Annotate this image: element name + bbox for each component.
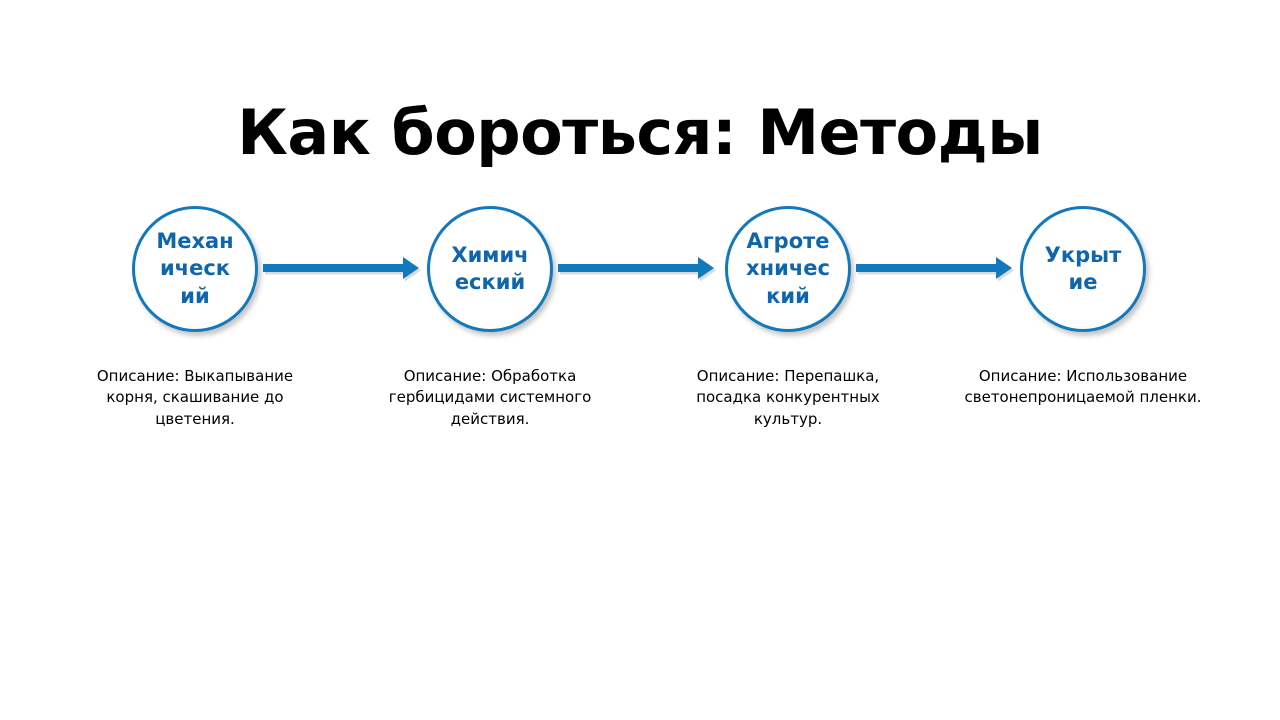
process-node-mechanical[interactable]: Механический bbox=[132, 206, 258, 332]
flow-arrow-3 bbox=[856, 257, 1020, 282]
process-node-caption-agrotechnical: Описание: Перепашка, посадка конкурентны… bbox=[696, 367, 880, 428]
right-arrow-icon bbox=[856, 257, 1014, 282]
process-node-label: Механический bbox=[156, 229, 234, 308]
right-arrow-icon bbox=[558, 257, 716, 282]
process-node-label: Агротехнический bbox=[746, 229, 830, 308]
flow-arrow-2 bbox=[558, 257, 722, 282]
process-node-caption-mechanical: Описание: Выкапывание корня, скашивание … bbox=[96, 367, 294, 428]
process-node-caption-chemical: Описание: Обработка гербицидами системно… bbox=[388, 367, 592, 428]
right-arrow-icon bbox=[263, 257, 421, 282]
process-node-label: Химический bbox=[451, 242, 529, 294]
process-node-label: Укрытие bbox=[1044, 242, 1122, 294]
flow-arrow-1 bbox=[263, 257, 427, 282]
process-node-agrotechnical[interactable]: Агротехнический bbox=[725, 206, 851, 332]
page-title: Как бороться: Методы bbox=[237, 95, 1043, 169]
process-node-covering[interactable]: Укрытие bbox=[1020, 206, 1146, 332]
process-node-caption-covering: Описание: Использование светонепроницаем… bbox=[964, 367, 1202, 407]
process-node-chemical[interactable]: Химический bbox=[427, 206, 553, 332]
